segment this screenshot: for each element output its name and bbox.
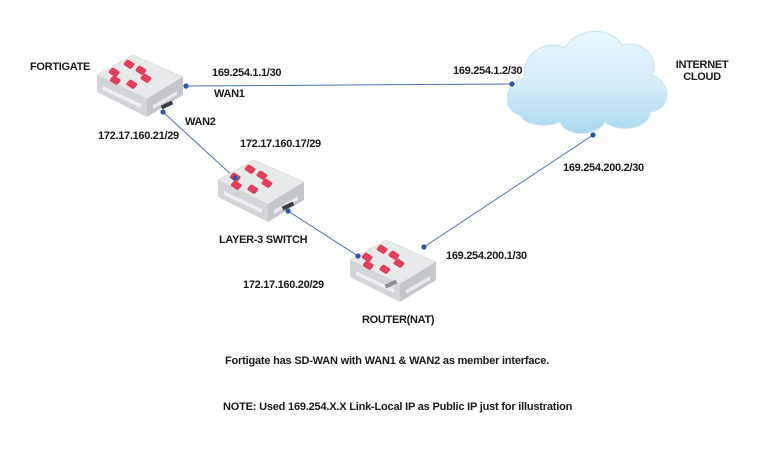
- router-port-icon: [384, 279, 398, 289]
- endpoint-dot: [232, 175, 238, 181]
- link-local-note: NOTE: Used 169.254.X.X Link-Local IP as …: [223, 401, 573, 413]
- switch-port-icon: [281, 201, 295, 211]
- cloud-router-ip-label: 169.254.200.2/30: [563, 162, 644, 174]
- layer3-switch-label: LAYER-3 SWITCH: [219, 234, 308, 246]
- wan1-ip-label: 169.254.1.1/30: [212, 67, 282, 79]
- endpoint-dot: [509, 81, 515, 87]
- link-wan2: [162, 111, 236, 179]
- router-wan-ip-label: 169.254.200.1/30: [446, 250, 527, 262]
- endpoint-dot: [355, 253, 361, 259]
- router-label: ROUTER(NAT): [362, 314, 435, 326]
- internet-cloud-icon: [506, 30, 668, 134]
- fortigate-label: FORTIGATE: [30, 61, 91, 73]
- cloud-label-line1: INTERNET: [675, 59, 729, 71]
- cloud-wan1-ip-label: 169.254.1.2/30: [453, 65, 523, 77]
- cloud-label-line2: CLOUD: [683, 71, 721, 83]
- wan1-interface-label: WAN1: [214, 88, 245, 100]
- fortigate-device-icon: [96, 54, 184, 118]
- endpoint-dot: [590, 132, 596, 138]
- cloud-label: INTERNET CLOUD: [672, 59, 732, 83]
- wan2-interface-label: WAN2: [185, 116, 216, 128]
- endpoint-dot: [285, 208, 291, 214]
- endpoint-dot: [183, 83, 189, 89]
- link-wan1: [185, 83, 513, 87]
- link-router-cloud: [423, 134, 594, 248]
- link-switch-router: [287, 210, 359, 257]
- wan2-ip-label: 172.17.160.21/29: [98, 130, 179, 142]
- endpoint-dot: [160, 109, 166, 115]
- fortigate-port-icon: [160, 100, 174, 110]
- switch-ip-label: 172.17.160.17/29: [240, 138, 321, 150]
- sdwan-note: Fortigate has SD-WAN with WAN1 & WAN2 as…: [225, 355, 549, 367]
- endpoint-dot: [421, 244, 427, 250]
- router-lan-ip-label: 172.17.160.20/29: [243, 279, 324, 291]
